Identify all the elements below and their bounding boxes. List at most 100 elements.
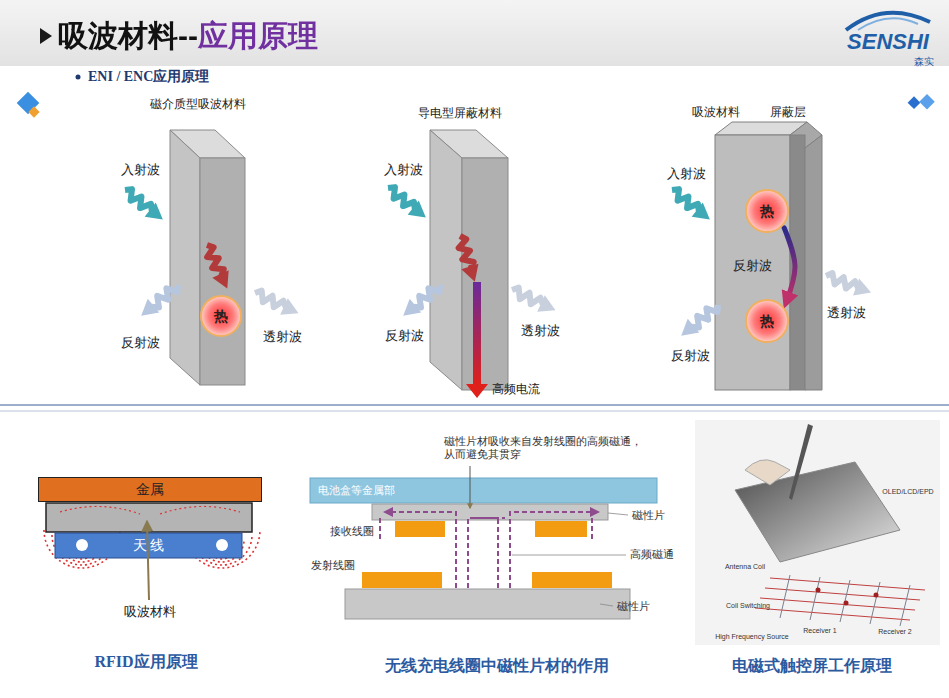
antenna-grid xyxy=(780,575,910,626)
part-name: Receiver 1 xyxy=(803,627,836,635)
flux-lines xyxy=(468,518,505,588)
incident-wave xyxy=(666,183,715,227)
heat-spot: 热 xyxy=(745,189,789,233)
part-name: 高频磁通 xyxy=(630,548,674,561)
leader-line xyxy=(608,513,628,515)
transmitted-wave xyxy=(823,268,874,301)
caption: RFID应用原理 xyxy=(94,652,197,671)
section-divider xyxy=(0,404,949,405)
logo-swoosh xyxy=(846,13,930,30)
incident-wave xyxy=(666,183,715,227)
wave-label: 反射波 xyxy=(385,328,424,344)
part-name: OLED/LCD/EPD xyxy=(882,488,933,496)
logo-text: SENSHI xyxy=(847,29,929,55)
section-heading: ENI / ENC应用原理 xyxy=(88,69,209,86)
current-label: 高频电流 xyxy=(492,382,540,396)
incident-wave xyxy=(119,183,168,227)
logo-swoosh xyxy=(846,13,930,30)
induced-wave xyxy=(451,233,483,284)
antenna-grid xyxy=(755,608,910,620)
part-name: Antenna Coil xyxy=(725,563,765,571)
part-name: 发射线圈 xyxy=(311,559,355,572)
absorber-slab xyxy=(170,130,200,385)
transmitted-wave xyxy=(251,285,302,322)
header-bar xyxy=(0,0,949,66)
hand xyxy=(745,460,790,485)
node-text: 热 xyxy=(760,203,774,220)
antenna-coil xyxy=(216,539,228,551)
antenna-coil xyxy=(76,539,88,551)
wave-label: 透射波 xyxy=(263,329,302,345)
conductive-slab xyxy=(430,130,508,390)
part-name: Receiver 2 xyxy=(878,628,911,636)
conductive-slab xyxy=(430,130,462,390)
coil xyxy=(535,521,587,537)
field-lines xyxy=(60,506,240,514)
transmitted-wave xyxy=(251,285,302,322)
node-text: 热 xyxy=(214,308,228,325)
part-name: 吸波材料 xyxy=(692,105,740,119)
corner-icon xyxy=(908,94,935,110)
leader-line xyxy=(512,513,628,606)
flux-lines xyxy=(380,512,598,588)
part-name: 导电型屏蔽材料 xyxy=(418,106,502,120)
reflected-wave xyxy=(135,278,183,323)
section-divider xyxy=(0,411,949,412)
page-title: 吸波材料--应用原理 xyxy=(58,18,318,54)
part-name: 磁介质型吸波材料 xyxy=(150,97,246,111)
antenna-box: 天 线 xyxy=(55,533,242,558)
antenna-grid xyxy=(810,577,820,620)
logo-text: 森实 xyxy=(914,56,934,68)
leader-line xyxy=(600,604,613,606)
title-marker xyxy=(40,28,52,44)
absorber-shield-stack xyxy=(715,122,822,390)
wave-label: 透射波 xyxy=(521,323,560,339)
leader-arrow xyxy=(147,522,149,600)
flux-lines xyxy=(510,512,598,588)
reflected-wave xyxy=(397,278,445,323)
flux-lines xyxy=(380,518,592,540)
absorber-slab xyxy=(170,130,245,385)
edge-label: 反射波 xyxy=(733,258,772,274)
antenna-grid xyxy=(870,582,880,624)
transmitted-wave xyxy=(823,268,874,301)
magnetic-sheet xyxy=(345,589,630,619)
reflected-wave xyxy=(135,278,183,323)
wave-label: 透射波 xyxy=(827,305,866,321)
antenna-grid xyxy=(765,588,920,600)
image-frame xyxy=(695,420,940,645)
absorbed-wave xyxy=(199,241,236,292)
wave-label: 反射波 xyxy=(121,335,160,351)
antenna-grid xyxy=(770,578,925,590)
corner-icon xyxy=(919,94,935,110)
antenna-grid xyxy=(840,580,850,622)
caption: 电磁式触控屏工作原理 xyxy=(732,656,892,675)
node-text: 电池盒等金属部 xyxy=(318,484,395,497)
wave-label: 反射波 xyxy=(671,348,710,364)
bullet xyxy=(76,75,81,80)
node-text: 热 xyxy=(760,313,774,330)
induced-wave xyxy=(451,233,483,284)
node-dot xyxy=(844,601,849,606)
incident-wave xyxy=(382,181,431,225)
part-name: 接收线圈 xyxy=(330,525,374,538)
part-name: 屏蔽层 xyxy=(770,105,806,119)
absorber-shield-stack xyxy=(805,135,822,390)
field-lines xyxy=(44,530,260,568)
node-dot xyxy=(874,593,879,598)
metal-band xyxy=(310,478,657,503)
wave-label: 入射波 xyxy=(384,162,423,178)
node-dot xyxy=(816,588,821,593)
coil xyxy=(532,572,612,588)
metal-band: 电池盒等金属部 xyxy=(310,478,657,503)
stylus xyxy=(789,424,813,500)
part-name: High Frequency Source xyxy=(715,633,789,641)
leader-line xyxy=(470,466,471,508)
incident-wave xyxy=(382,181,431,225)
part-name: Coil Switching xyxy=(726,602,770,610)
absorbed-wave xyxy=(199,241,236,292)
heat-spot: 热 xyxy=(745,299,789,343)
flux-lines xyxy=(470,518,498,588)
heat-spot: 热 xyxy=(200,295,242,337)
